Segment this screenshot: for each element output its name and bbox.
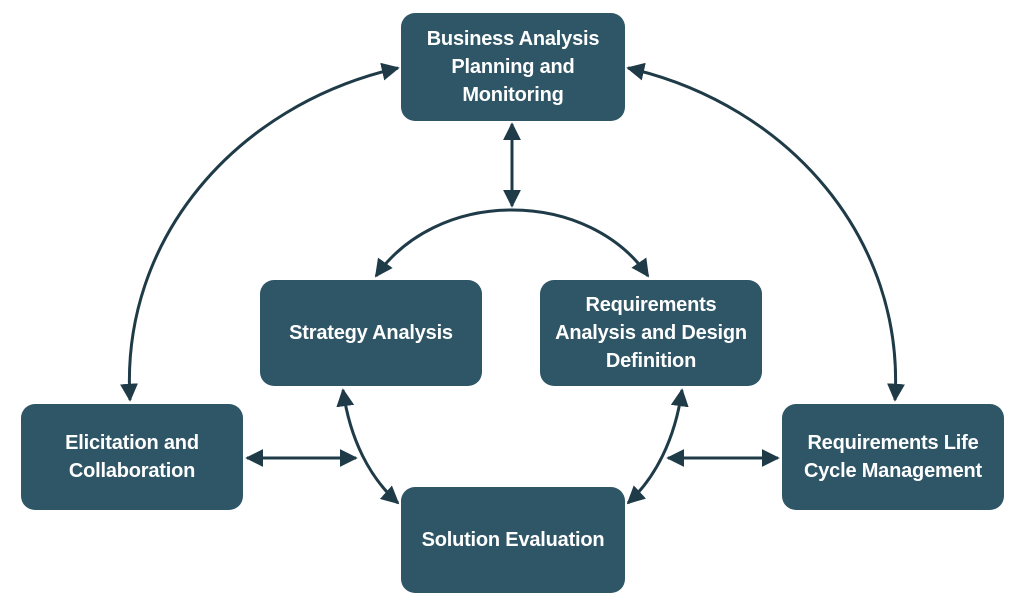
node-label: Business Analysis Planning and Monitorin…	[426, 28, 600, 106]
arc-inner-radd	[511, 208, 650, 278]
node-strategy-analysis: Strategy Analysis	[260, 280, 482, 386]
node-label: Elicitation and Collaboration	[65, 432, 199, 482]
node-label: Requirements Life Cycle Management	[804, 432, 982, 482]
node-label: Solution Evaluation	[421, 529, 605, 551]
arc-planning-rlcm	[626, 62, 905, 402]
arc-planning-elicitation	[120, 62, 400, 402]
node-elicitation-collaboration: Elicitation and Collaboration	[21, 404, 243, 510]
arc-strategy-solution	[336, 388, 400, 505]
node-business-analysis-planning: Business Analysis Planning and Monitorin…	[401, 13, 625, 121]
node-label: Requirements Analysis and Design Definit…	[555, 294, 747, 372]
node-requirements-analysis-design: Requirements Analysis and Design Definit…	[540, 280, 762, 386]
node-requirements-life-cycle: Requirements Life Cycle Management	[782, 404, 1004, 510]
arc-inner-strategy	[374, 208, 513, 278]
node-solution-evaluation: Solution Evaluation	[401, 487, 625, 593]
node-label: Strategy Analysis	[289, 322, 453, 344]
arc-radd-solution	[626, 388, 689, 505]
